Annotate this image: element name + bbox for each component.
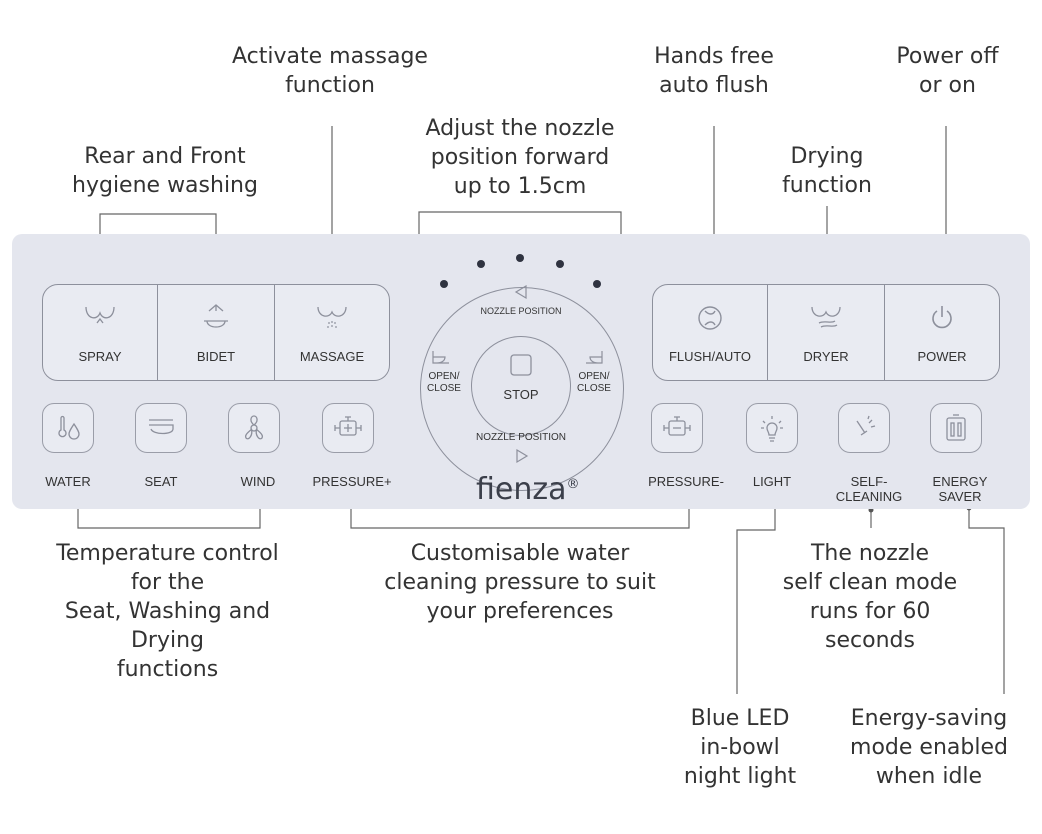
pressure-minus-icon [663,416,691,436]
water-label: WATER [45,474,91,489]
bidet-button[interactable]: BIDET [157,284,275,381]
pressure-minus-button[interactable] [651,403,703,453]
annotation-flush: Hands free auto flush [654,44,774,98]
massage-label: MASSAGE [299,349,365,364]
flush-icon [698,306,722,330]
bidet-icon [204,304,228,328]
annotation-selfclean: The nozzle self clean mode runs for 60 s… [782,541,958,653]
nozzle-position-bottom-label: NOZZLE POSITION [475,432,566,443]
self-cleaning-icon [856,415,876,436]
nozzle-dial[interactable] [420,287,624,491]
pressure-plus-button[interactable] [322,403,374,453]
brand-name: fienza [476,472,567,507]
nozzle-position-top-label: NOZZLE POSITION [480,306,562,316]
flush-auto-label: FLUSH/AUTO [668,349,752,364]
spray-label: SPRAY [78,349,122,364]
energy-saver-icon [946,414,966,441]
self-cleaning-button[interactable] [838,403,890,453]
dryer-icon [811,306,841,328]
light-button[interactable] [746,403,798,453]
water-button[interactable] [42,403,94,453]
open-close-left-label[interactable]: OPEN/ CLOSE [427,371,461,394]
spray-icon [85,306,115,324]
annotation-nozzle: Adjust the nozzle position forward up to… [425,116,615,199]
nozzle-back-arrow-icon[interactable] [513,284,529,300]
power-button[interactable]: POWER [884,284,1000,381]
lid-right-icon [586,351,603,364]
seat-button[interactable] [135,403,187,453]
power-label: POWER [917,349,967,364]
seat-icon [149,419,174,435]
fan-icon [244,415,264,440]
wind-button[interactable] [228,403,280,453]
energy-saver-label: ENERGY SAVER [932,474,988,504]
lid-left-icon [432,351,449,364]
energy-saver-button[interactable] [930,403,982,453]
annotation-light: Blue LED in-bowl night light [683,706,797,789]
massage-button[interactable]: MASSAGE [274,284,390,381]
annotation-energy: Energy-saving mode enabled when idle [850,706,1008,789]
dryer-label: DRYER [803,349,849,364]
open-close-right-label[interactable]: OPEN/ CLOSE [577,371,611,394]
light-label: LIGHT [752,474,792,489]
brand-logo: fienza® [476,472,580,507]
annotation-hygiene: Rear and Front hygiene washing [72,144,258,198]
water-temperature-icon [58,415,80,440]
light-bulb-icon [761,416,783,442]
annotation-dryer: Drying function [782,144,872,198]
pressure-minus-label: PRESSURE- [648,474,724,489]
annotation-power: Power off or on [896,44,999,98]
annotation-temperature: Temperature control for the Seat, Washin… [56,541,279,682]
stop-icon [510,354,532,376]
pressure-plus-label: PRESSURE+ [312,474,392,489]
seat-label: SEAT [144,474,178,489]
wind-label: WIND [240,474,276,489]
spray-button[interactable]: SPRAY [42,284,158,381]
bidet-label: BIDET [196,349,236,364]
stop-button[interactable]: STOP [471,336,571,436]
pressure-plus-icon [334,416,362,436]
stop-label: STOP [503,387,539,402]
annotation-pressure: Customisable water cleaning pressure to … [384,541,656,624]
massage-icon [317,306,347,328]
dryer-button[interactable]: DRYER [767,284,885,381]
registered-mark: ® [566,477,580,492]
flush-auto-button[interactable]: FLUSH/AUTO [652,284,768,381]
power-icon [932,306,952,329]
self-cleaning-label: SELF- CLEANING [835,474,903,504]
nozzle-forward-arrow-icon[interactable] [514,448,530,464]
annotation-massage: Activate massage function [232,44,428,98]
